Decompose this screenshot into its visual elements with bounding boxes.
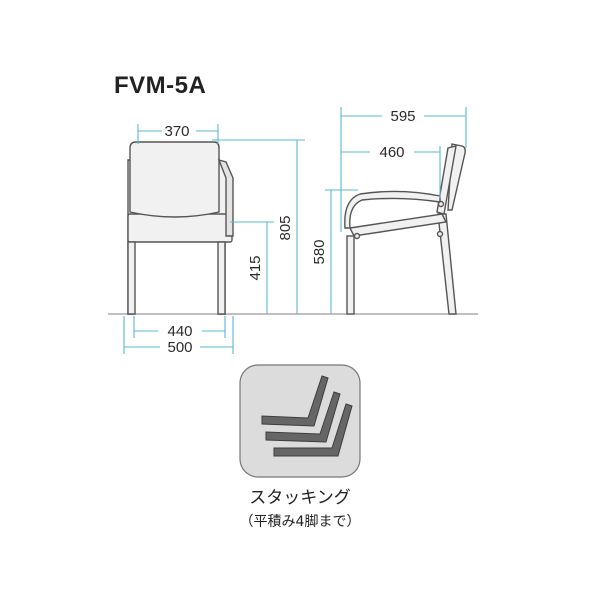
front-view-chair (127, 141, 234, 315)
dim-outer-width: 500 (167, 339, 192, 356)
stacked-chairs-icon (261, 375, 353, 457)
dim-arm-height: 580 (311, 239, 328, 264)
dim-total-height: 805 (277, 215, 294, 240)
model-title: FVM-5A (114, 72, 206, 99)
dim-inner-width: 440 (167, 323, 192, 340)
dim-front-top-width: 370 (164, 123, 189, 140)
dim-seat-depth: 460 (379, 144, 404, 161)
side-dimension-lines (325, 107, 467, 314)
stacking-note: （平積み4脚まで） (239, 514, 361, 530)
stacking-label: スタッキング (249, 488, 351, 508)
front-dimension-lines (123, 124, 305, 354)
side-view-chair (344, 143, 466, 315)
stacking-icon (239, 364, 361, 478)
dim-seat-height: 415 (247, 255, 264, 280)
dim-total-depth: 595 (390, 108, 415, 125)
